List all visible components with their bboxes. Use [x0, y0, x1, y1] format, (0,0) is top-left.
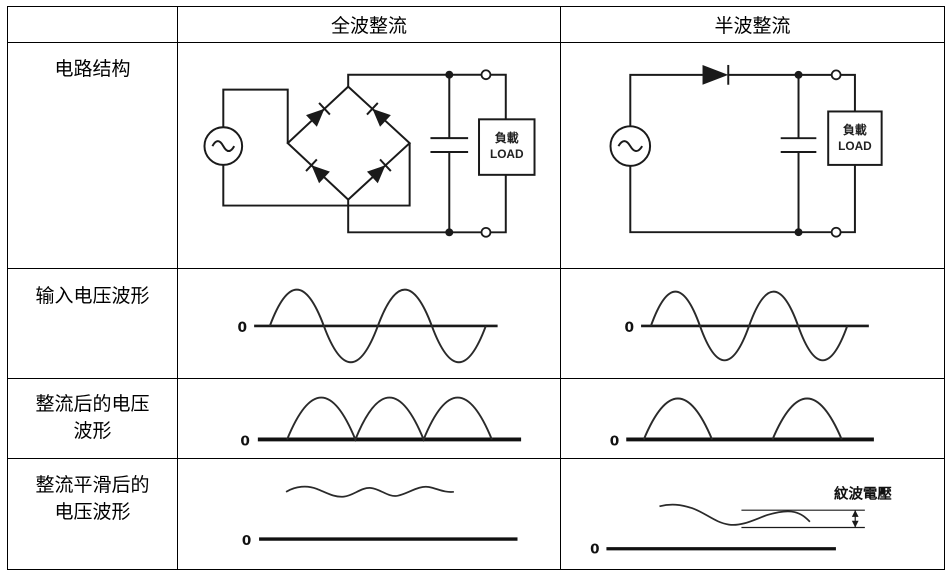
zero-label: 0 — [590, 542, 599, 558]
header-fullwave-label: 全波整流 — [330, 16, 407, 37]
zero-label: 0 — [242, 533, 251, 549]
row-label-smoothed-line1: 整流平滑后的 — [35, 475, 150, 496]
diode-icon — [702, 64, 729, 85]
junction-dot — [794, 227, 802, 236]
row-label-input-text: 输入电压波形 — [35, 286, 150, 307]
ac-source-icon — [203, 125, 244, 166]
header-fullwave: 全波整流 — [178, 7, 561, 43]
row-label-circuit-text: 电路结构 — [54, 59, 131, 80]
ripple-wave — [285, 485, 454, 498]
output-terminal-bottom — [830, 226, 841, 238]
row-label-input: 输入电压波形 — [8, 269, 178, 379]
load-label-cn: 負載 — [495, 131, 519, 145]
capacitor-icon — [780, 74, 816, 232]
sine-wave — [268, 288, 487, 363]
sine-wave — [649, 290, 848, 361]
halfwave-smoothed-waveform: 紋波電壓 0 — [590, 485, 892, 558]
rectified-wave — [286, 396, 493, 442]
fullwave-smoothed-cell: 0 — [178, 459, 561, 569]
capacitor-icon — [430, 74, 469, 232]
zero-label: 0 — [238, 319, 248, 335]
row-label-smoothed-line2: 电压波形 — [54, 502, 131, 523]
load-box: 負載 LOAD — [826, 109, 883, 166]
halfwave-input-waveform: 0 — [624, 290, 869, 361]
fullwave-input-waveform: 0 — [238, 288, 498, 363]
ac-source-icon — [609, 124, 651, 167]
row-label-rectified-line2: 波形 — [73, 421, 112, 442]
load-label-cn: 負載 — [843, 123, 867, 137]
junction-dot — [445, 227, 454, 236]
output-terminal-top — [830, 69, 841, 80]
load-label-en: LOAD — [490, 146, 524, 160]
halfwave-input-cell: 0 — [561, 269, 944, 379]
fullwave-circuit-cell: 負載 LOAD — [178, 43, 561, 269]
fullwave-rectified-cell: 0 — [178, 379, 561, 459]
fullwave-smoothed-waveform: 0 — [242, 485, 518, 549]
ripple-voltage-label: 紋波電壓 — [834, 485, 892, 503]
bridge-rectifier — [286, 84, 412, 201]
load-label-en: LOAD — [838, 139, 872, 153]
output-terminal-bottom — [480, 226, 492, 238]
junction-dot — [445, 70, 454, 79]
zero-label: 0 — [609, 433, 619, 449]
fullwave-wires — [222, 73, 507, 233]
row-label-smoothed: 整流平滑后的 电压波形 — [8, 459, 178, 569]
halfwave-wires — [628, 73, 856, 233]
fullwave-circuit-diagram: 負載 LOAD — [203, 68, 536, 238]
ripple-arrow-icon — [851, 510, 859, 528]
halfwave-circuit-cell: 負載 LOAD — [561, 43, 944, 269]
halfwave-rectified-waveform: 0 — [609, 397, 874, 449]
halfwave-circuit-diagram: 負載 LOAD — [609, 64, 883, 238]
corner-cell — [8, 7, 178, 43]
ripple-wave — [658, 503, 811, 526]
fullwave-input-cell: 0 — [178, 269, 561, 379]
fullwave-rectified-waveform: 0 — [240, 396, 522, 449]
junction-dot — [794, 70, 802, 79]
halfwave-rectified-cell: 0 — [561, 379, 944, 459]
zero-label: 0 — [624, 319, 634, 335]
header-halfwave-label: 半波整流 — [714, 16, 791, 37]
row-label-rectified: 整流后的电压 波形 — [8, 379, 178, 459]
rectified-wave — [642, 397, 843, 440]
row-label-circuit: 电路结构 — [8, 43, 178, 269]
rectification-comparison-table: 全波整流 半波整流 电路结构 — [7, 6, 945, 570]
output-terminal-top — [480, 68, 492, 80]
halfwave-smoothed-cell: 紋波電壓 0 — [561, 459, 944, 569]
row-label-rectified-line1: 整流后的电压 — [35, 394, 150, 415]
load-box: 負載 LOAD — [478, 117, 536, 176]
header-halfwave: 半波整流 — [561, 7, 944, 43]
zero-label: 0 — [240, 433, 250, 449]
